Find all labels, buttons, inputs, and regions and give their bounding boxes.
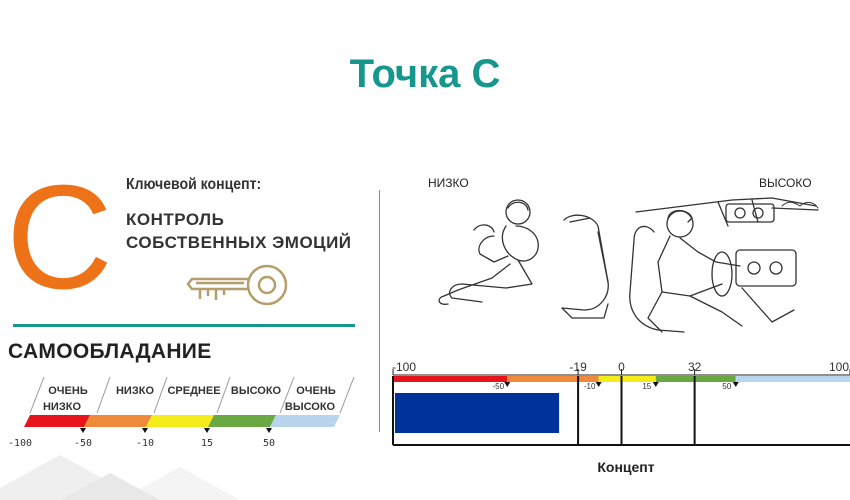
scale-tick-label: -50 [74,438,92,449]
scale-band-medium [146,415,214,427]
band-threshold-label: -10 [584,382,596,391]
top-tick-label: 100 [829,360,849,374]
top-tick-label: 32 [688,360,702,374]
top-tick-label: 0 [618,360,625,374]
band-threshold-label: 15 [642,382,651,391]
top-tick-label: -100 [392,360,416,374]
scale-tick-marker [80,428,86,433]
band-threshold-marker [732,382,739,387]
vertical-divider [379,190,380,432]
color-band [655,376,736,382]
scale-tick-marker [204,428,210,433]
chart-axis-label: Концепт [597,459,655,475]
color-band [507,376,599,382]
color-band [735,376,850,382]
scale-band-very-low [24,415,90,427]
key-icon [186,264,288,306]
illustration-low-label: НИЗКО [428,176,469,190]
band-threshold-marker [652,382,659,387]
skill-title: САМООБЛАДАНИЕ [8,340,212,363]
band-threshold-label: -50 [492,382,504,391]
scale-band-low [84,415,152,427]
scale-tick-label: -100 [8,438,32,449]
scale-label-low: НИЗКО [116,385,154,397]
big-letter-c: С [10,168,110,296]
rating-scale: ОЧЕНЬ НИЗКО НИЗКО СРЕДНЕЕ ВЫСОКО ОЧЕНЬ В… [8,376,355,449]
scale-label-very-low-2: НИЗКО [43,401,81,413]
scale-tick-marker [266,428,272,433]
concept-chart: -100 -19 0 32 100 -50 -10 15 50 [392,360,850,446]
color-band [393,376,508,382]
key-concept-label: Ключевой концепт: [126,176,262,193]
page-title: Точка С [349,52,501,96]
band-threshold-marker [504,382,511,387]
scale-band-very-high [270,415,340,427]
high-driver-drawing [629,197,819,333]
top-tick-label: -19 [569,360,587,374]
band-threshold-label: 50 [722,382,731,391]
separator-line [13,324,355,327]
scale-tick-label: 15 [201,438,213,449]
band-threshold-marker [595,382,602,387]
scale-tick-marker [142,428,148,433]
driver-illustration [438,197,819,333]
scale-band-high [208,415,276,427]
big-letter: С [10,168,110,296]
scale-tick-label: 50 [263,438,275,449]
scale-tick-label: -10 [136,438,154,449]
low-driver-drawing [438,199,609,319]
scale-label-medium: СРЕДНЕЕ [167,385,220,397]
scale-label-high: ВЫСОКО [231,385,282,397]
scale-label-very-high-2: ВЫСОКО [285,401,336,413]
scale-label-very-low-1: ОЧЕНЬ [48,385,88,397]
concept-name-line1: КОНТРОЛЬ [126,210,225,229]
scale-label-very-high-1: ОЧЕНЬ [296,385,336,397]
concept-name-line2: СОБСТВЕННЫХ ЭМОЦИЙ [126,233,352,252]
illustration-high-label: ВЫСОКО [759,176,812,190]
decorative-shapes [0,455,240,500]
color-band [598,376,656,382]
chart-bar [395,393,560,433]
concept-name: КОНТРОЛЬ СОБСТВЕННЫХ ЭМОЦИЙ [126,208,386,254]
